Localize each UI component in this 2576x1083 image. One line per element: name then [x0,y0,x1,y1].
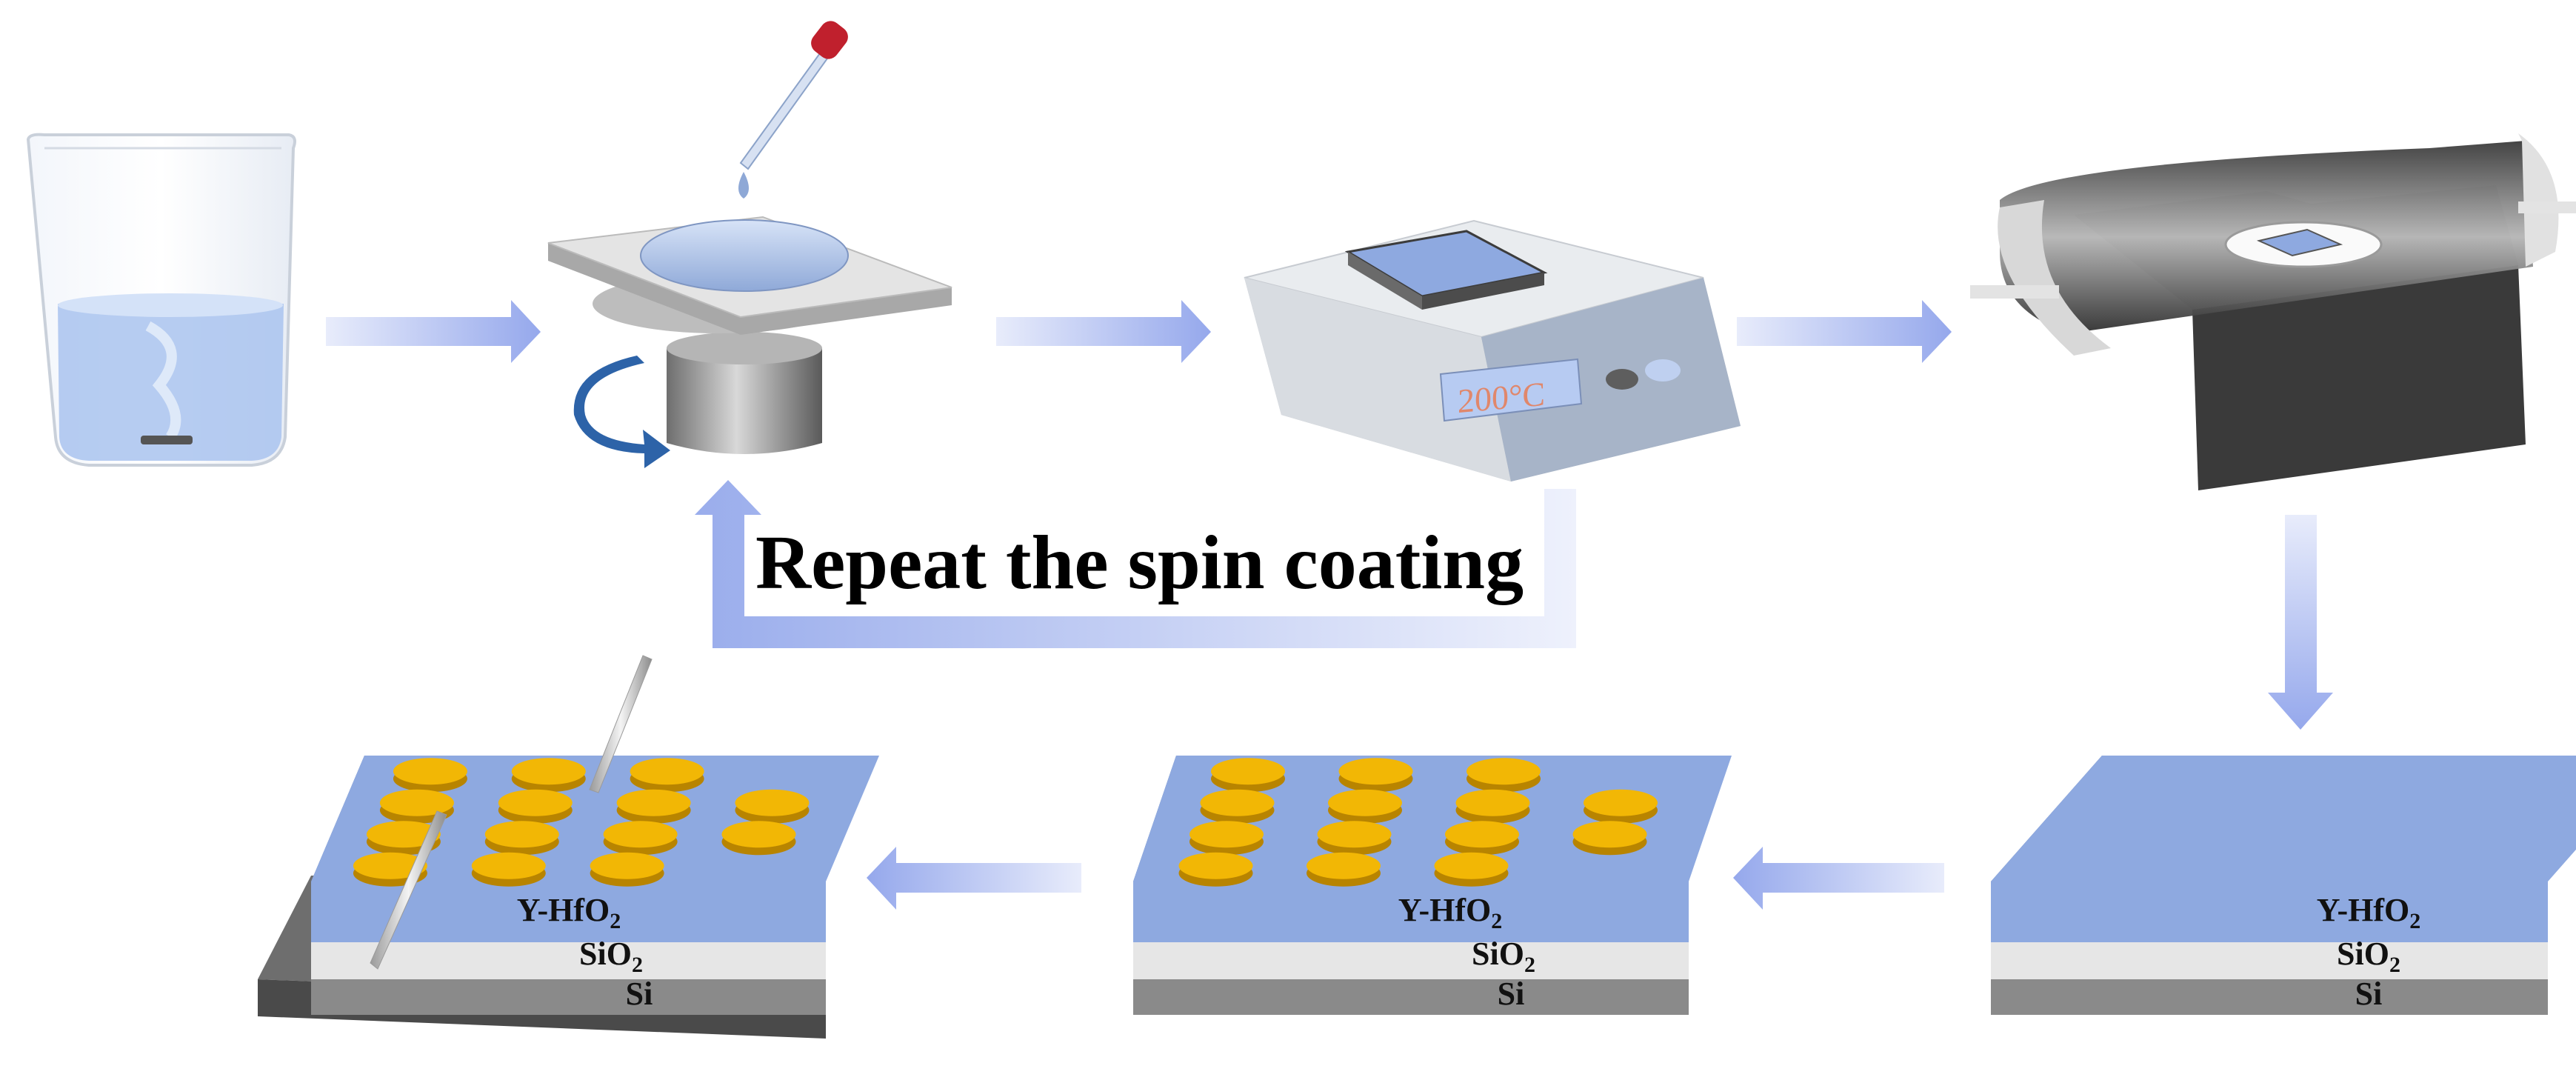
stack-film-film-label: Y-HfO2 [2316,892,2421,933]
electrode-pad [1317,821,1392,848]
temperature-display [1439,358,1583,422]
electrode-pad [366,821,441,848]
electrode-pad [630,758,704,785]
stack-film-oxide-label: SiO2 [2337,936,2400,977]
electrode-pad [1584,789,1658,816]
film-top-face [1991,756,2576,882]
stack-film-substrate-label: Si [2355,976,2383,1012]
stack-electrode-oxide-label: SiO2 [1472,936,1535,977]
flow-arrow-down [2268,515,2333,730]
electrode-pad [471,852,546,879]
hotplate-temperature-text: 200°C [1458,374,1546,421]
electrode-pad [1200,789,1275,816]
probe-tips [370,655,653,970]
electrode-pad [721,821,796,848]
stack-electrode-film-label: Y-HfO2 [1398,892,1503,933]
silicon-front-face [1991,979,2548,1015]
electrode-pad [1211,758,1285,785]
flow-arrow-5 [867,847,1081,910]
hotplate [1244,219,1741,481]
flow-arrow-2 [996,300,1211,363]
electrode-pad [1189,821,1264,848]
electrode-pad [484,821,559,848]
oxide-front-face [311,942,826,979]
electrode-pad [1338,758,1413,785]
electrode-pad [1466,758,1541,785]
film-front-face [311,882,826,942]
silicon-front-face [311,979,826,1015]
flow-arrow-4 [1733,847,1944,910]
electrode-pad [590,852,664,879]
repeat-loop-arrow [695,480,1576,648]
electrode-pad [498,789,573,816]
electrode-pad [735,789,810,816]
flow-arrow-3 [1737,300,1952,363]
electrode-pad [616,789,691,816]
electrode-pad [1434,852,1509,879]
electrode-pad [1328,789,1402,816]
electrode-pad [393,758,467,785]
electrode-pad [1572,821,1647,848]
spin-coater [547,21,952,468]
device-stack-film [1991,756,2576,1015]
electrode-pad [1307,852,1381,879]
device-stack-electrodes [1133,756,1732,1015]
beaker-with-solution [26,133,296,467]
electrode-pad [511,758,586,785]
silicon-front-face [1133,979,1689,1015]
stack-final-film-label: Y-HfO2 [516,892,621,933]
pipette-icon [738,21,848,199]
film-front-face [1133,882,1689,942]
film-front-face [1991,882,2548,942]
electrode-pad [603,821,678,848]
electrode-pad [353,852,427,879]
oxide-front-face [1991,942,2548,979]
electrode-pad [1178,852,1253,879]
flow-arrow-1 [326,300,541,363]
electrode-pad [1455,789,1530,816]
tube-furnace [1970,133,2576,490]
oxide-front-face [1133,942,1689,979]
stack-final-substrate-label: Si [625,976,653,1012]
repeat-spin-coating-label: Repeat the spin coating [755,520,1524,605]
stack-final-oxide-label: SiO2 [579,936,643,977]
stack-electrode-substrate-label: Si [1497,976,1525,1012]
electrode-pad [1445,821,1519,848]
electrode-pad [379,789,454,816]
rotation-arrow-icon [573,356,670,468]
stir-bar-icon [141,436,193,444]
